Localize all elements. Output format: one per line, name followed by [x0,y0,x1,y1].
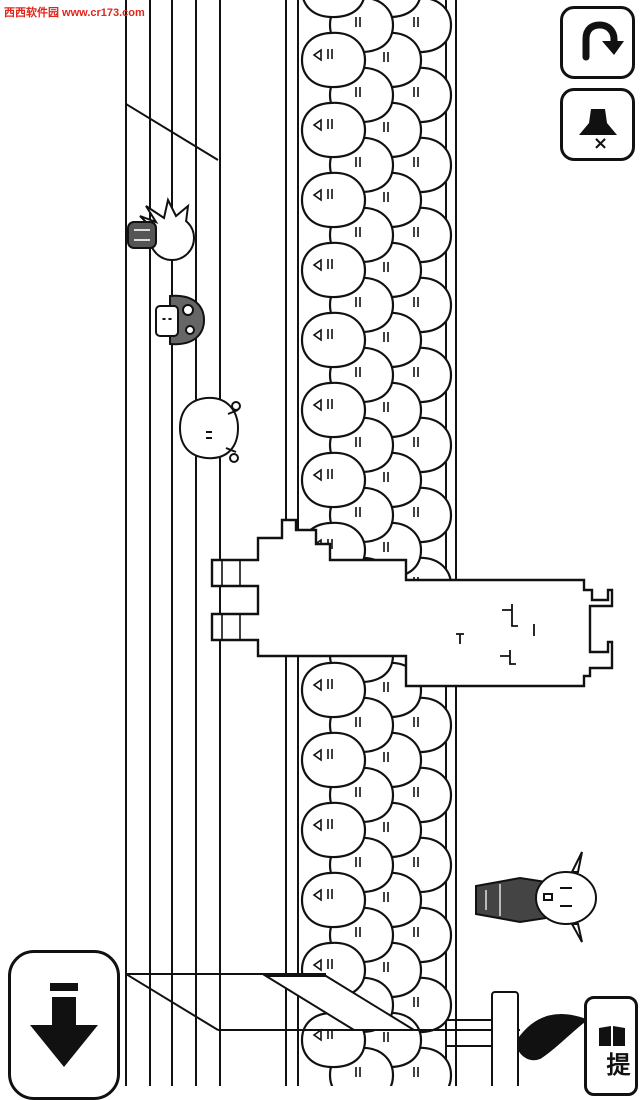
close-icon: × [593,133,609,154]
seal-character [300,451,367,509]
item-button[interactable]: × [560,88,635,161]
watermark-text: 西西软件园 www.cr173.com [4,7,145,19]
hint-button[interactable]: 提 [584,996,638,1096]
seal-character [300,311,367,369]
seal-character [300,31,367,89]
platform [125,973,589,1086]
mushroom-character[interactable] [155,294,206,346]
seal-character [300,661,367,719]
seal-character [300,101,367,159]
seal-character [300,871,367,929]
down-arrow-icon [30,983,98,1067]
winged-character[interactable] [475,851,597,943]
seal-character [300,801,367,859]
book-icon [599,1026,625,1046]
spiky-hair-character[interactable] [127,197,195,261]
undo-arrow-icon [582,20,624,60]
bell-icon [578,108,617,135]
hint-label: 提 [602,1052,630,1076]
llama[interactable] [210,518,614,688]
blob-character[interactable] [178,396,241,463]
undo-button[interactable] [560,6,635,79]
down-arrow-button[interactable] [8,950,120,1100]
seal-character [300,171,367,229]
seal-character [300,731,367,789]
seal-character [300,241,367,299]
seal-character [300,381,367,439]
